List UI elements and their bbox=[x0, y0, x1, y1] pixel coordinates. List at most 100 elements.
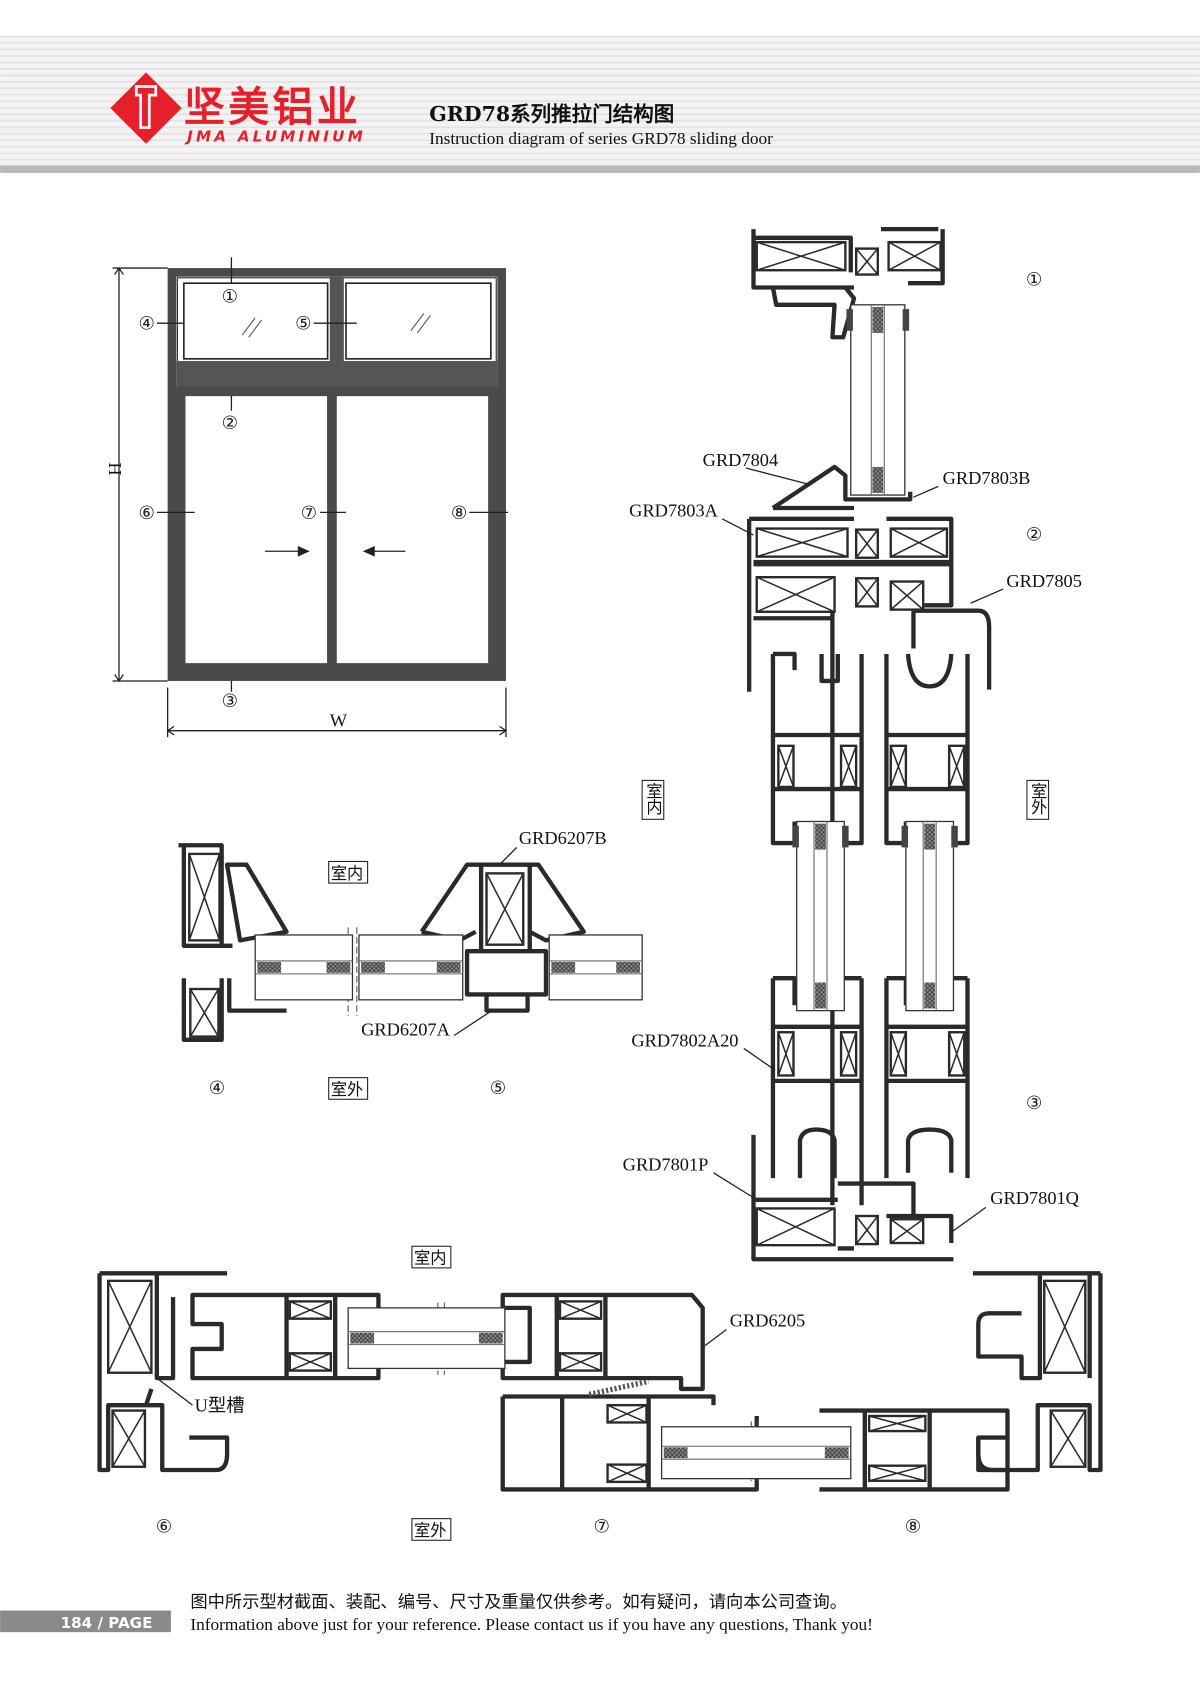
glass-layer bbox=[922, 821, 937, 1011]
chamber-cross bbox=[289, 1352, 332, 1372]
chamber-cross bbox=[890, 580, 924, 611]
chamber-cross bbox=[855, 1215, 879, 1245]
width-dimension-line bbox=[166, 687, 508, 738]
right-sash-upper bbox=[884, 653, 970, 846]
leader-7805 bbox=[970, 588, 1004, 604]
chamber-cross bbox=[777, 1032, 795, 1076]
chamber-cross bbox=[868, 1415, 926, 1432]
transom-section: GRD6207B GRD6207A 室内 室外 ④ ⑤ bbox=[178, 828, 643, 1100]
spacer-desiccant bbox=[872, 466, 884, 493]
glazing-gasket bbox=[842, 825, 849, 848]
chamber-cross bbox=[485, 873, 524, 946]
leader-7804 bbox=[745, 467, 809, 485]
glass-pane bbox=[347, 1307, 506, 1370]
glass-pane bbox=[796, 820, 845, 1012]
footer-note-cn: 图中所示型材截面、装配、编号、尺寸及重量仅供参考。如有疑问，请向本公司查询。 bbox=[190, 1592, 847, 1612]
glass-layer bbox=[348, 1331, 505, 1346]
height-dimension-line bbox=[112, 266, 168, 683]
chamber-cross bbox=[890, 1032, 907, 1076]
sill-7805-hook bbox=[913, 608, 992, 690]
chamber-cross bbox=[855, 529, 879, 559]
glass-pane bbox=[905, 820, 955, 1012]
spacer-desiccant bbox=[350, 1332, 375, 1344]
chamber-cross bbox=[948, 1032, 965, 1076]
outdoor-tag-box bbox=[411, 1518, 452, 1541]
spacer-desiccant bbox=[478, 1332, 503, 1344]
marker-2: ② bbox=[222, 413, 238, 434]
spacer-desiccant bbox=[924, 982, 936, 1009]
outdoor-tag-box bbox=[1026, 779, 1050, 820]
leader-6205 bbox=[704, 1328, 727, 1347]
spacer-desiccant bbox=[815, 982, 826, 1009]
window-elevation: H W ① ② ③ ④ ⑤ ⑥ ⑦ ⑧ bbox=[105, 257, 509, 738]
part-label-grd7802a20: GRD7802A20 bbox=[631, 1030, 738, 1050]
glass-pane bbox=[850, 304, 906, 496]
sash-7-interlock-6205 bbox=[500, 1292, 705, 1392]
chamber-cross bbox=[188, 853, 221, 941]
header-background bbox=[0, 35, 1200, 166]
part-label-grd6207b: GRD6207B bbox=[519, 828, 607, 848]
chamber-cross bbox=[756, 527, 848, 558]
chamber-cross bbox=[1043, 1280, 1087, 1374]
part-label-grd6207a: GRD6207A bbox=[361, 1019, 450, 1039]
part-label-grd7803a: GRD7803A bbox=[629, 501, 718, 521]
chamber-cross bbox=[756, 576, 835, 613]
spacer-desiccant bbox=[616, 961, 640, 973]
top-light-left-glass bbox=[183, 282, 329, 360]
page-number: 184 / PAGE bbox=[61, 1614, 153, 1632]
jamb-frame-8 bbox=[972, 1271, 1103, 1473]
marker-8: ⑧ bbox=[451, 503, 467, 524]
chamber-cross bbox=[890, 527, 948, 558]
outdoor-tag: 室外 bbox=[414, 1521, 446, 1540]
spacer-desiccant bbox=[326, 961, 351, 973]
chamber-cross bbox=[107, 1280, 153, 1374]
leader-6207b bbox=[499, 846, 518, 866]
logo-diamond bbox=[110, 72, 182, 144]
left-sash-lower bbox=[770, 976, 864, 1206]
sash-8-lower bbox=[500, 1394, 759, 1492]
top-mullion bbox=[329, 276, 344, 364]
transom-bar bbox=[176, 361, 498, 387]
page-title-en: Instruction diagram of series GRD78 slid… bbox=[429, 129, 773, 148]
right-sliding-sash bbox=[327, 386, 498, 673]
chamber-cross bbox=[777, 745, 795, 788]
chamber-cross bbox=[756, 1207, 835, 1246]
jamb-frame-6 bbox=[97, 1271, 230, 1473]
section-marker-6: ⑥ bbox=[156, 1517, 172, 1538]
height-label: H bbox=[105, 462, 125, 475]
spacer-desiccant bbox=[824, 1447, 849, 1459]
section-ticks bbox=[156, 257, 509, 692]
chamber-cross bbox=[890, 745, 907, 788]
page-number-bar bbox=[0, 1610, 171, 1633]
brand-name-en: JMA ALUMINIUM bbox=[184, 128, 366, 146]
vertical-section: GRD7804 GRD7803B GRD7803A GRD7805 GRD780… bbox=[623, 226, 1082, 1262]
transom-7804 bbox=[771, 464, 913, 511]
glazing-gasket bbox=[901, 825, 909, 848]
chamber-cross bbox=[607, 1463, 647, 1483]
part-label-grd7803b: GRD7803B bbox=[943, 468, 1031, 488]
spacer-desiccant bbox=[663, 1447, 688, 1459]
leader-u-groove bbox=[156, 1377, 193, 1406]
brand-name-cn: 坚美铝业 bbox=[184, 83, 361, 131]
chamber-cross bbox=[111, 1410, 146, 1468]
chamber-cross bbox=[289, 1300, 332, 1320]
page-title-cn: GRD78系列推拉门结构图 bbox=[429, 102, 674, 126]
glass-layer bbox=[870, 304, 885, 496]
footer-note-en: Information above just for your referenc… bbox=[190, 1615, 873, 1634]
indoor-tag: 室内 bbox=[331, 864, 363, 883]
glass-pane bbox=[660, 1426, 852, 1480]
brand-logo: 坚美铝业 JMA ALUMINIUM bbox=[110, 72, 366, 146]
glass-layer bbox=[813, 821, 828, 1011]
leader-7802a20 bbox=[743, 1047, 776, 1071]
chamber-cross bbox=[607, 1404, 647, 1424]
marker-7: ⑦ bbox=[301, 503, 317, 524]
spacer-desiccant bbox=[551, 961, 576, 973]
chamber-cross bbox=[840, 1032, 857, 1076]
section-marker-1: ① bbox=[1026, 269, 1042, 290]
slide-arrow-right-icon bbox=[264, 545, 310, 557]
footer: 184 / PAGE 图中所示型材截面、装配、编号、尺寸及重量仅供参考。如有疑问… bbox=[0, 1592, 873, 1634]
glazing-gasket bbox=[846, 309, 853, 331]
marker-4: ④ bbox=[138, 314, 154, 335]
part-label-grd7805: GRD7805 bbox=[1006, 571, 1081, 591]
